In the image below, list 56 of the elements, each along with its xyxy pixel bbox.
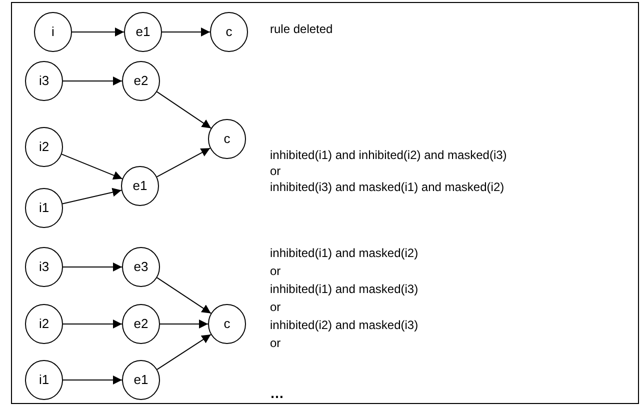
node-label: i1 [38,371,50,389]
node-label: i2 [38,315,50,333]
arrow [62,76,122,86]
node-circle [122,304,160,344]
node-circle [25,188,63,228]
arrow [62,188,122,204]
node-label: i3 [38,72,50,90]
node-label: c [222,315,232,333]
node-circle [122,247,160,287]
condition-text: or [270,300,281,314]
condition-text: or [270,264,281,278]
condition-text: inhibited(i1) and inhibited(i2) and masked(i3) [270,148,507,162]
node-label: i3 [38,258,50,276]
arrow [62,320,122,328]
node-label: e1 [132,177,148,195]
node-circle [210,12,248,52]
node-label: i [50,23,56,41]
arrow [62,376,122,384]
arrow [160,320,208,328]
node-circle [208,304,246,344]
node-circle [25,247,63,287]
condition-text: inhibited(i1) and masked(i3) [270,282,418,296]
node-circle [121,166,159,206]
condition-text: inhibited(i3) and masked(i1) and masked(i2) [270,180,504,194]
arrow [156,148,211,178]
condition-text: … [270,386,284,400]
arrow [162,28,210,36]
node-circle [25,127,63,167]
node-label: e3 [132,258,150,276]
arrow [156,277,212,314]
condition-text: or [270,336,281,350]
node-label: e2 [132,72,150,90]
arrow [62,262,122,272]
arrow [61,154,123,180]
node-circle [208,119,246,159]
arrow [156,334,212,370]
node-circle [34,12,72,52]
node-circle [122,61,160,101]
node-label: e2 [132,315,150,333]
arrow [156,91,212,129]
condition-text: inhibited(i2) and masked(i3) [270,318,418,332]
condition-text: inhibited(i1) and masked(i2) [270,246,418,260]
condition-text: or [270,164,281,178]
condition-text: rule deleted [270,22,333,36]
node-label: i2 [38,138,50,156]
node-circle [124,12,162,52]
node-circle [25,360,63,400]
node-circle [25,304,63,344]
node-label: e1 [134,23,152,41]
node-label: i1 [38,199,50,217]
node-label: c [222,130,232,148]
arrow [72,28,124,36]
node-circle [25,61,63,101]
node-circle [122,360,160,400]
node-label: c [224,23,234,41]
node-label: e1 [132,371,150,389]
